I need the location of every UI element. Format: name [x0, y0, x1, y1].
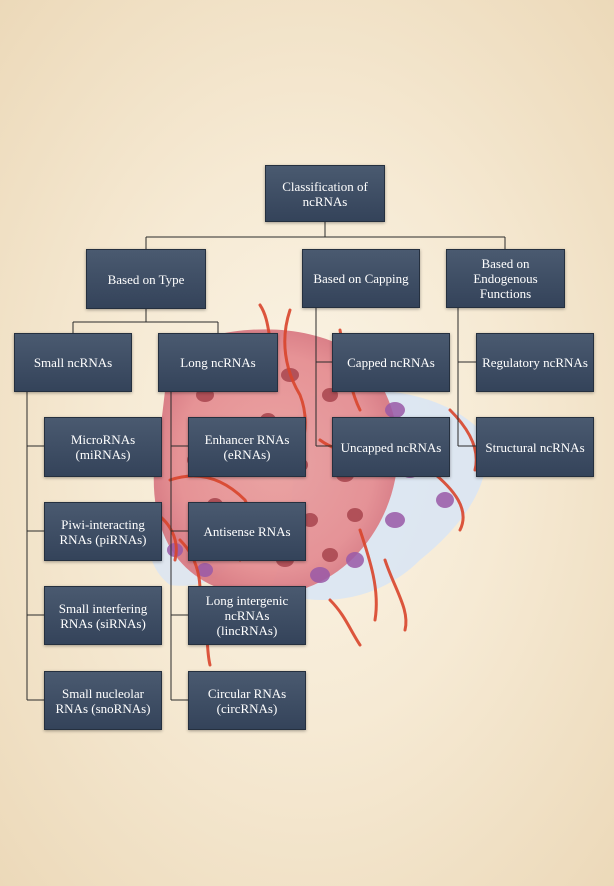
node-capped-ncrnas-label: Capped ncRNAs [347, 355, 435, 370]
node-antisense-rnas-label: Antisense RNAs [203, 524, 291, 539]
node-based-on-functions-label: Based on Endogenous Functions [473, 256, 538, 301]
node-based-on-capping: Based on Capping [302, 249, 420, 308]
node-small-interfering-rnas-label: Small interfering RNAs (siRNAs) [58, 600, 148, 631]
node-regulatory-ncrnas-label: Regulatory ncRNAs [482, 355, 588, 370]
node-enhancer-rnas-label: Enhancer RNAs (eRNAs) [204, 432, 290, 462]
node-regulatory-ncrnas: Regulatory ncRNAs [476, 333, 594, 392]
node-enhancer-rnas: Enhancer RNAs (eRNAs) [188, 417, 306, 477]
node-antisense-rnas: Antisense RNAs [188, 502, 306, 561]
node-long-ncrnas-label: Long ncRNAs [180, 355, 256, 370]
node-long-intergenic-ncrnas: Long intergenic ncRNAs (lincRNAs) [188, 586, 306, 645]
node-based-on-type-label: Based on Type [107, 271, 185, 287]
node-uncapped-ncrnas: Uncapped ncRNAs [332, 417, 450, 477]
node-micrornas-label: MicroRNAs (miRNAs) [70, 432, 136, 462]
node-piwi-interacting-rnas-label: Piwi-interacting RNAs (piRNAs) [59, 516, 147, 547]
node-structural-ncrnas: Structural ncRNAs [476, 417, 594, 477]
node-piwi-interacting-rnas: Piwi-interacting RNAs (piRNAs) [44, 502, 162, 561]
node-uncapped-ncrnas-label: Uncapped ncRNAs [340, 439, 442, 455]
node-small-nucleolar-rnas-label: Small nucleolar RNAs (snoRNAs) [55, 685, 151, 716]
node-small-interfering-rnas: Small interfering RNAs (siRNAs) [44, 586, 162, 645]
node-small-ncrnas: Small ncRNAs [14, 333, 132, 392]
node-small-ncrnas-label: Small ncRNAs [33, 355, 113, 370]
node-small-nucleolar-rnas: Small nucleolar RNAs (snoRNAs) [44, 671, 162, 730]
node-circular-rnas: Circular RNAs (circRNAs) [188, 671, 306, 730]
node-capped-ncrnas: Capped ncRNAs [332, 333, 450, 392]
node-circular-rnas-label: Circular RNAs (circRNAs) [207, 685, 287, 716]
node-long-intergenic-ncrnas-label: Long intergenic ncRNAs (lincRNAs) [205, 593, 289, 638]
node-long-ncrnas: Long ncRNAs [158, 333, 278, 392]
node-based-on-type: Based on Type [86, 249, 206, 309]
node-based-on-functions: Based on Endogenous Functions [446, 249, 565, 308]
node-root: Classification of ncRNAs [265, 165, 385, 222]
node-structural-ncrnas-label: Structural ncRNAs [485, 439, 585, 455]
node-based-on-capping-label: Based on Capping [313, 271, 409, 286]
node-root-label: Classification of ncRNAs [282, 178, 368, 209]
node-micrornas: MicroRNAs (miRNAs) [44, 417, 162, 477]
